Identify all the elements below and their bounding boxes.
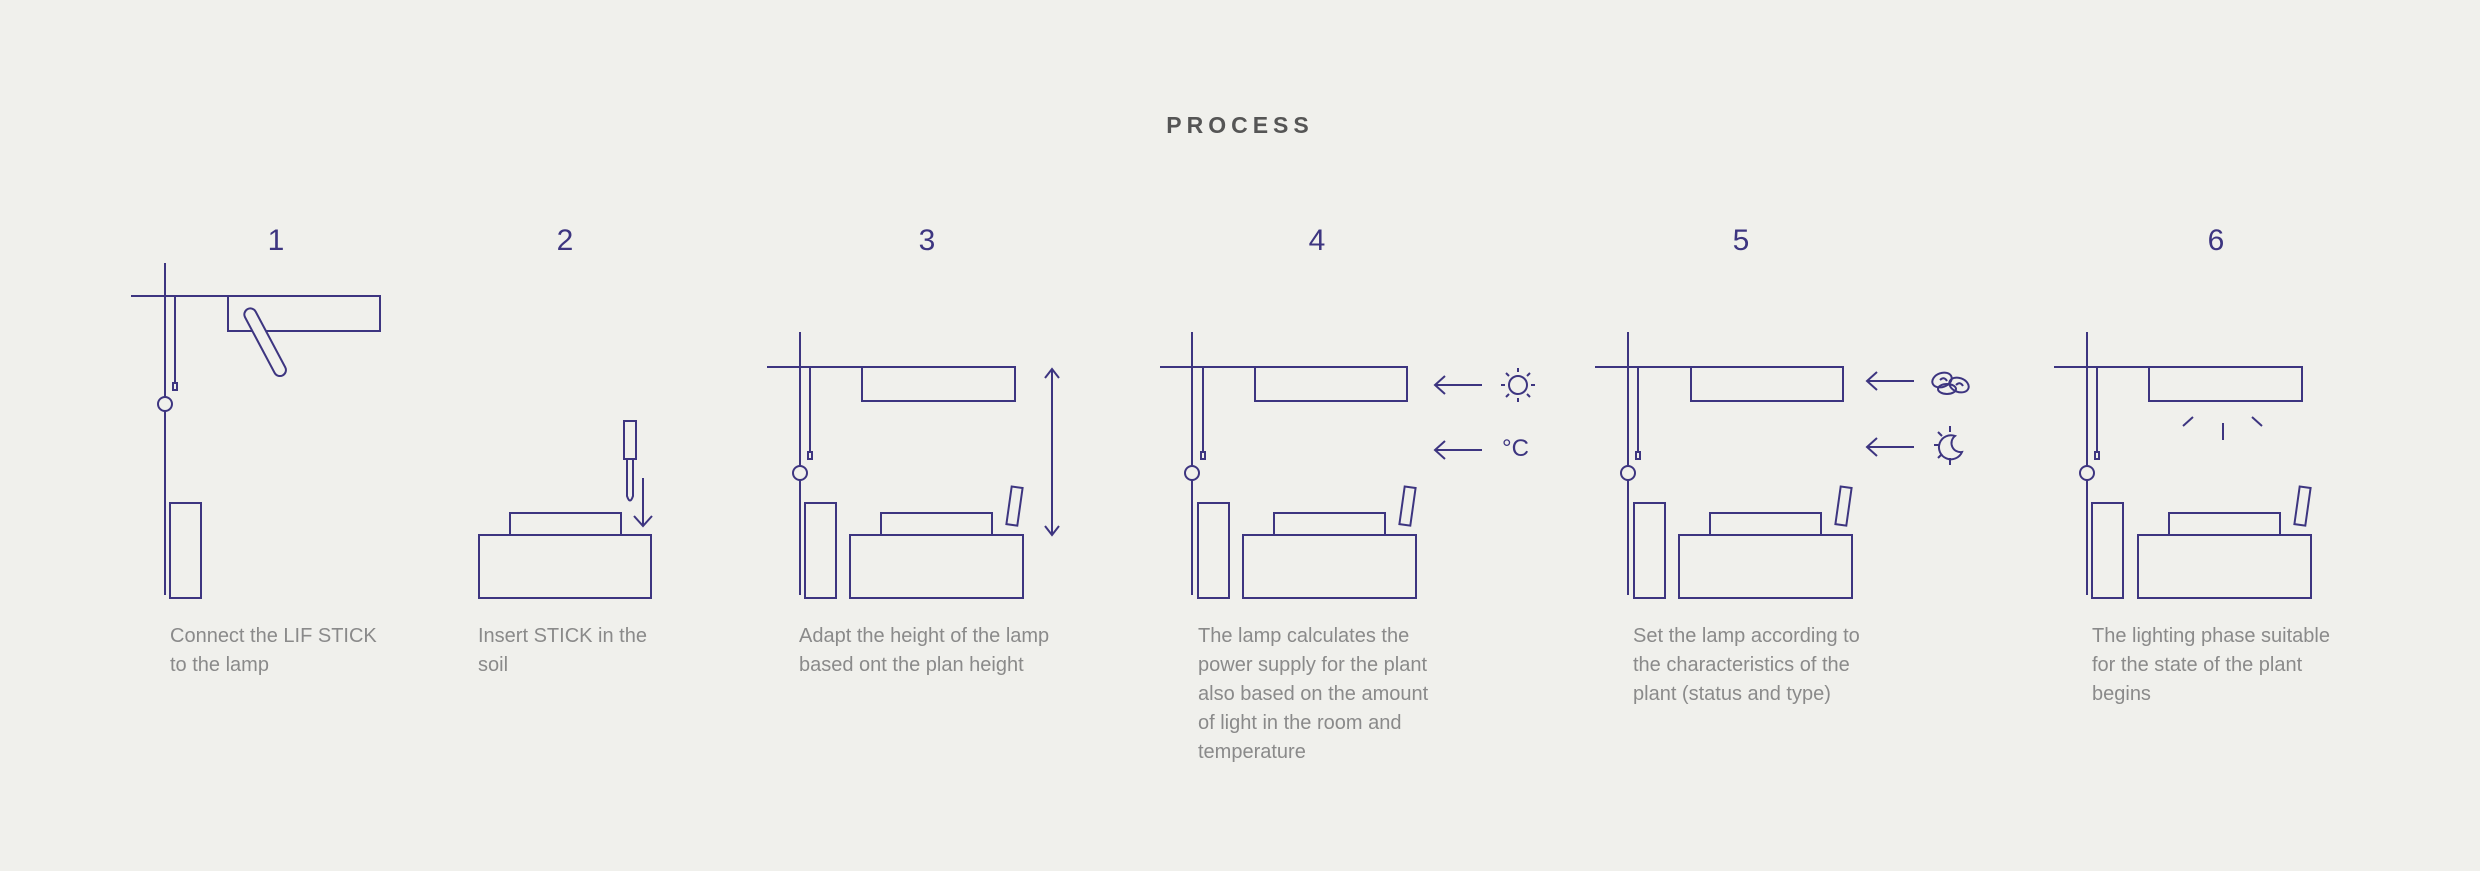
step-5-description: Set the lamp according to the characteri… [1633,625,1860,705]
step-4-illustration [1160,332,1535,599]
sun-icon [1501,368,1535,402]
step-3-illustration [767,332,1060,599]
page-title: PROCESS [1166,112,1314,138]
step-4-description: The lamp calculates the power supply for… [1198,625,1429,763]
step-3-number: 3 [918,224,936,257]
step-6-description: The lighting phase suitable for the stat… [2092,625,2330,705]
light-rays-icon [2182,416,2263,440]
step-2-number: 2 [556,224,574,257]
step-2-description: Insert STICK in the soil [478,625,647,676]
step-6-number: 6 [2207,224,2225,257]
step-1-number: 1 [267,224,285,257]
step-5-number: 5 [1732,224,1750,257]
celsius-icon: °C [1502,435,1529,462]
step-6-illustration [2054,332,2312,599]
step-4-number: 4 [1308,224,1326,257]
plant-type-icon [1931,371,1970,395]
stick [243,307,287,378]
step-2-illustration [478,420,653,599]
step-1-description: Connect the LIF STICK to the lamp [170,625,377,676]
step-3-description: Adapt the height of the lamp based ont t… [799,625,1050,676]
day-night-icon [1934,426,1964,465]
step-1-illustration [131,263,381,599]
step-5-illustration [1595,332,1970,599]
